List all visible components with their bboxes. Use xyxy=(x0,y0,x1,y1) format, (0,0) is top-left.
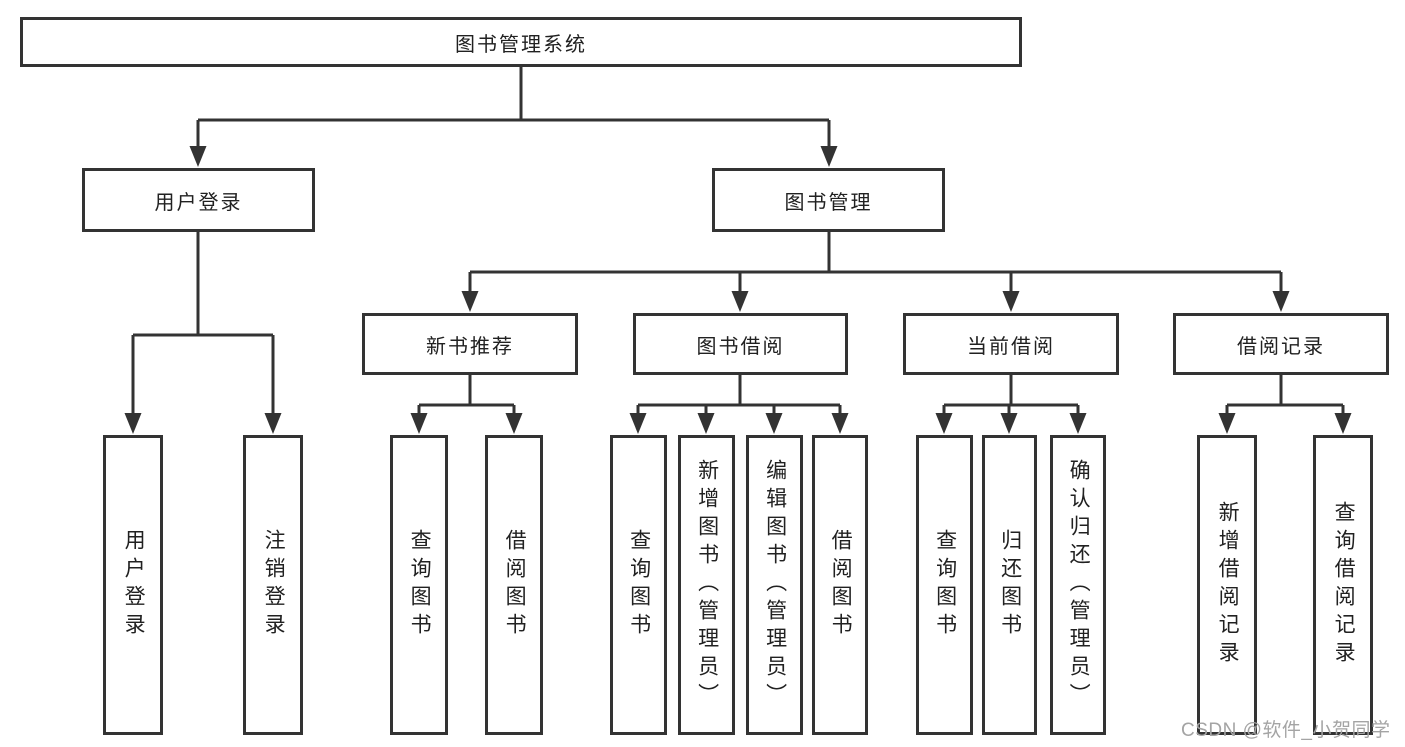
node-book-management: 图书管理 xyxy=(712,168,945,232)
node-user-login: 用户登录 xyxy=(82,168,315,232)
arrowheads xyxy=(124,146,1352,434)
leaf-query-books-current: 查询图书 xyxy=(916,435,973,735)
leaf-user-login: 用户登录 xyxy=(103,435,163,735)
leaf-add-books-admin: 新增图书（管理员） xyxy=(678,435,735,735)
node-label: 确认归还（管理员） xyxy=(1067,459,1091,711)
node-label: 查询借阅记录 xyxy=(1332,501,1356,669)
node-label: 新书推荐 xyxy=(426,335,514,358)
node-label: 借阅图书 xyxy=(829,529,853,641)
node-book-borrowing: 图书借阅 xyxy=(633,313,848,375)
node-label: 注销登录 xyxy=(262,529,286,641)
leaf-query-books-recommend: 查询图书 xyxy=(390,435,448,735)
node-label: 新增图书（管理员） xyxy=(695,459,719,711)
leaf-edit-books-admin: 编辑图书（管理员） xyxy=(746,435,803,735)
node-new-book-recommend: 新书推荐 xyxy=(362,313,578,375)
node-current-borrowing: 当前借阅 xyxy=(903,313,1119,375)
leaf-logout-login: 注销登录 xyxy=(243,435,303,735)
node-label: 图书管理系统 xyxy=(455,33,587,56)
leaf-add-borrow-record: 新增借阅记录 xyxy=(1197,435,1257,735)
leaf-query-books-borrowing: 查询图书 xyxy=(610,435,667,735)
node-root-library-management-system: 图书管理系统 xyxy=(20,17,1022,67)
node-label: 编辑图书（管理员） xyxy=(763,459,787,711)
node-label: 借阅记录 xyxy=(1237,335,1325,358)
leaf-borrow-books-recommend: 借阅图书 xyxy=(485,435,543,735)
node-label: 查询图书 xyxy=(627,529,651,641)
leaf-borrow-books-borrowing: 借阅图书 xyxy=(812,435,868,735)
node-label: 查询图书 xyxy=(933,529,957,641)
leaf-query-borrow-record: 查询借阅记录 xyxy=(1313,435,1373,735)
node-label: 图书借阅 xyxy=(696,335,785,358)
node-label: 用户登录 xyxy=(122,529,146,641)
node-label: 新增借阅记录 xyxy=(1216,501,1240,669)
node-label: 查询图书 xyxy=(408,529,432,641)
node-label: 图书管理 xyxy=(784,191,873,214)
leaf-return-books: 归还图书 xyxy=(982,435,1037,735)
node-label: 用户登录 xyxy=(154,191,243,214)
node-label: 当前借阅 xyxy=(967,335,1055,358)
node-label: 归还图书 xyxy=(998,529,1022,641)
node-borrowing-records: 借阅记录 xyxy=(1173,313,1389,375)
connector-paths xyxy=(131,67,1345,417)
csdn-watermark: CSDN @软件_小贺同学 xyxy=(1181,720,1391,741)
leaf-confirm-return-admin: 确认归还（管理员） xyxy=(1050,435,1106,735)
node-label: 借阅图书 xyxy=(503,529,527,641)
